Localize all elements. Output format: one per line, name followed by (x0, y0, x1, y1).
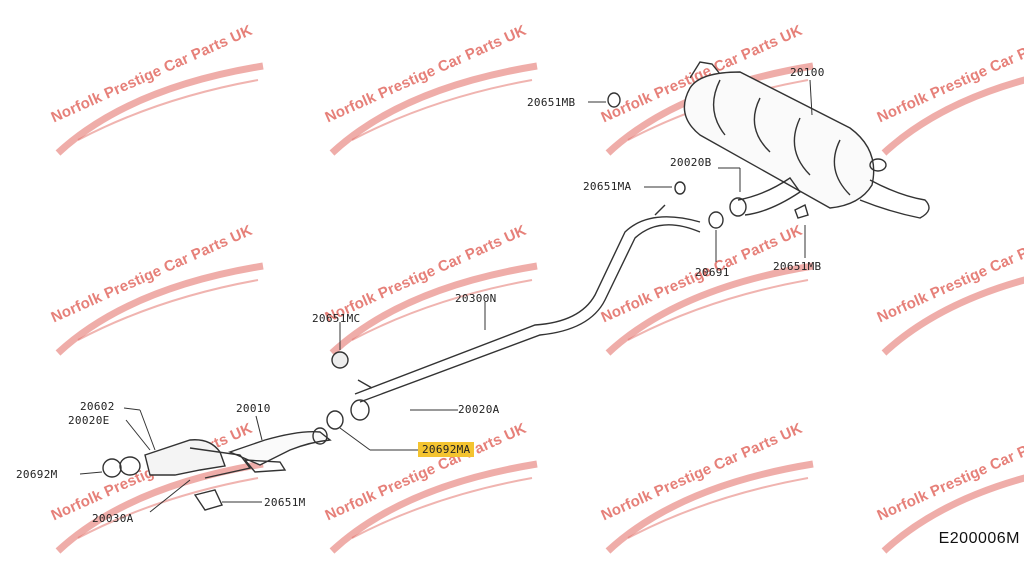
part-label-20100: 20100 (790, 66, 825, 79)
part-label-20020b: 20020B (670, 156, 712, 169)
part-label-20691: 20691 (695, 266, 730, 279)
part-label-20651m: 20651M (264, 496, 306, 509)
center-connector-drawing (737, 177, 801, 216)
part-label-20692m: 20692M (16, 468, 58, 481)
part-label-20692ma-highlighted: 20692MA (418, 442, 475, 457)
part-label-20030a: 20030A (92, 512, 134, 525)
part-label-20010: 20010 (236, 402, 271, 415)
part-label-20020e: 20020E (68, 414, 110, 427)
part-label-20651mc: 20651MC (312, 312, 361, 325)
part-label-20651ma: 20651MA (583, 180, 632, 193)
figure-code: E200006M (938, 530, 1020, 547)
part-label-20651mb: 20651MB (527, 96, 576, 109)
part-label-20651mb-lower: 20651MB (773, 260, 822, 273)
part-label-20602: 20602 (80, 400, 115, 413)
rear-muffler-drawing (683, 61, 930, 219)
part-label-20020a: 20020A (458, 403, 500, 416)
part-label-20300n: 20300N (455, 292, 497, 305)
